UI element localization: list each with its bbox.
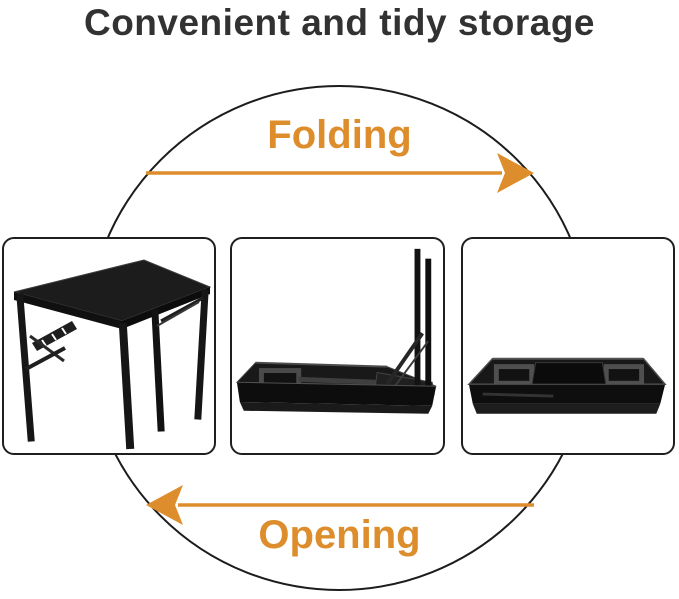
opening-arrow-icon <box>146 485 534 525</box>
folding-label: Folding <box>267 113 412 157</box>
folding-arrow-icon <box>146 153 534 193</box>
panel-desk-folded <box>461 237 675 455</box>
page-title: Convenient and tidy storage <box>83 2 595 43</box>
desk-folded-image <box>467 357 667 414</box>
desk-half-folded-image <box>235 248 437 414</box>
desk-assembled-image <box>13 259 212 450</box>
panel-desk-half-folded <box>230 237 445 455</box>
panel-desk-assembled <box>2 237 216 455</box>
opening-label: Opening <box>258 513 421 557</box>
